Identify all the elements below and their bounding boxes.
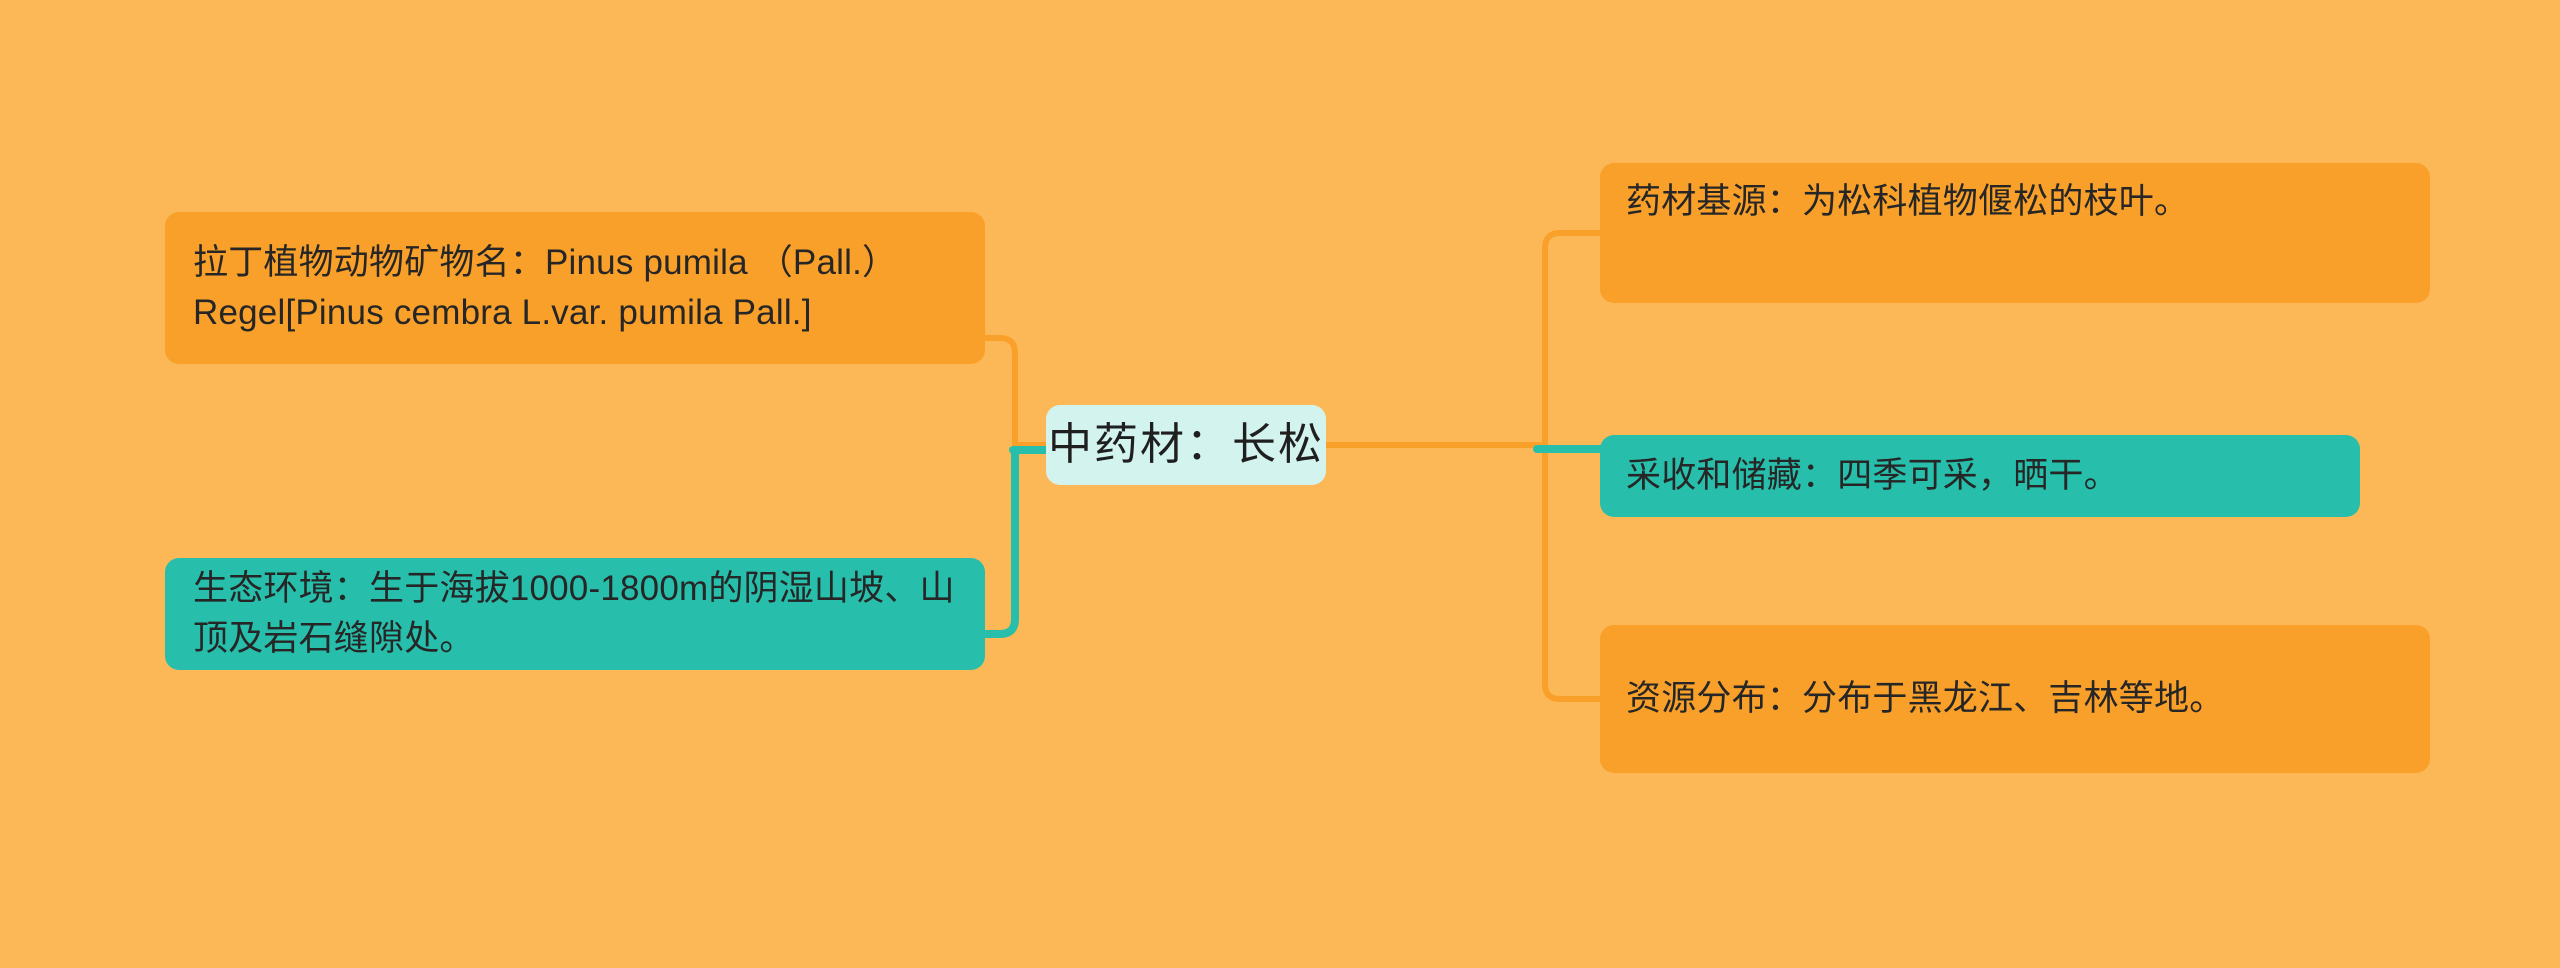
center-node-label: 中药材：长松: [1048, 419, 1324, 469]
node-latin-name-label: 拉丁植物动物矿物名：Pinus pumila （Pall.）Regel[Pinu…: [193, 243, 898, 332]
connector-right-trunk: [1542, 230, 1603, 702]
node-resource-distribution-label: 资源分布：分布于黑龙江、吉林等地。: [1626, 679, 2225, 719]
node-habitat[interactable]: 生态环境：生于海拔1000-1800m的阴湿山坡、山顶及岩石缝隙处。: [165, 558, 985, 670]
node-resource-distribution[interactable]: 资源分布：分布于黑龙江、吉林等地。: [1600, 625, 2430, 773]
connector-latin-name: [982, 335, 1018, 448]
center-node[interactable]: 中药材：长松: [1046, 405, 1326, 485]
node-latin-name[interactable]: 拉丁植物动物矿物名：Pinus pumila （Pall.）Regel[Pinu…: [165, 212, 985, 364]
node-habitat-label: 生态环境：生于海拔1000-1800m的阴湿山坡、山顶及岩石缝隙处。: [193, 569, 955, 658]
node-medicinal-source[interactable]: 药材基源：为松科植物偃松的枝叶。: [1600, 163, 2430, 303]
node-harvest-storage[interactable]: 采收和储藏：四季可采，晒干。: [1600, 435, 2360, 517]
node-medicinal-source-label: 药材基源：为松科植物偃松的枝叶。: [1626, 182, 2190, 221]
node-harvest-storage-label: 采收和储藏：四季可采，晒干。: [1626, 456, 2119, 496]
connector-habitat: [981, 446, 1019, 638]
